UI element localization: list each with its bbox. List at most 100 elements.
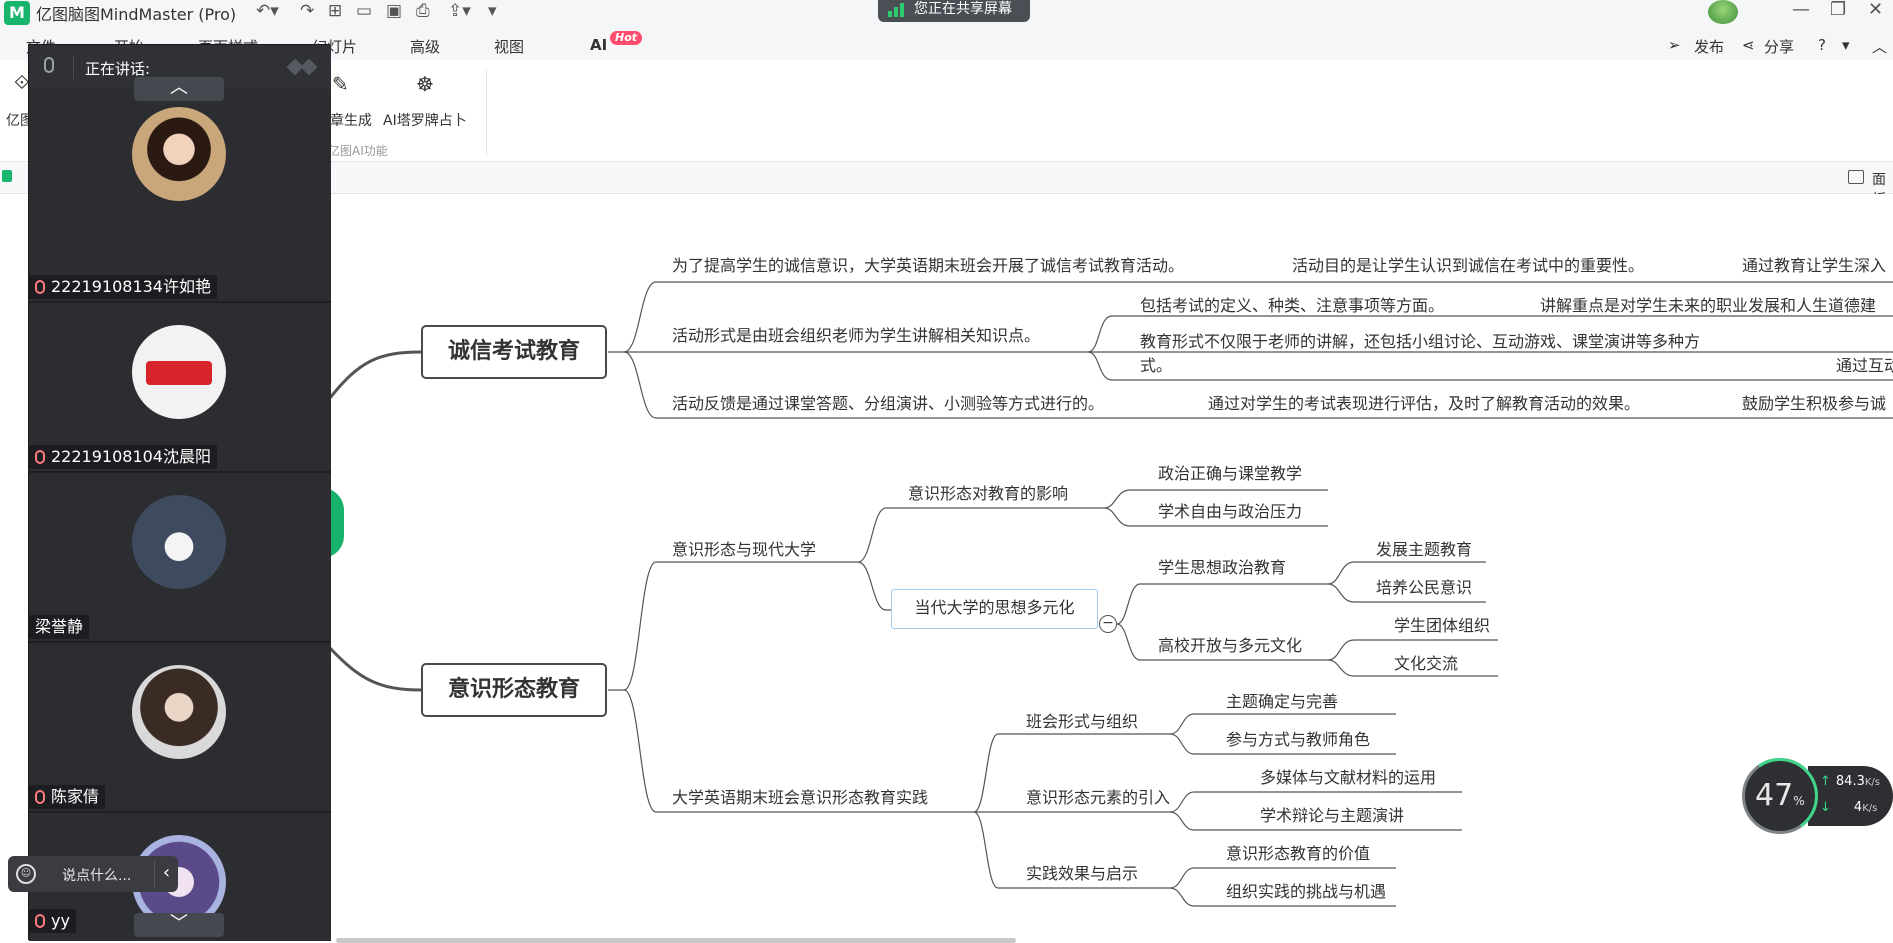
send-icon[interactable]: ➢ <box>1668 36 1681 54</box>
save-icon[interactable]: ▣ <box>386 1 403 21</box>
customize-toolbar-icon[interactable]: ▾ <box>488 1 497 21</box>
node-ideology-b1[interactable]: 意识形态与现代大学 <box>672 540 817 559</box>
node-ideology-b2-c2[interactable]: 意识形态元素的引入 <box>1026 788 1171 807</box>
participant-name-tag: 陈家倩 <box>29 785 106 809</box>
close-icon[interactable]: ✕ <box>1868 0 1884 20</box>
ribbon-partial-label[interactable]: 亿图 <box>6 113 34 129</box>
node-ideology-b2-c3[interactable]: 实践效果与启示 <box>1026 864 1139 883</box>
main-topic-ideology[interactable]: 意识形态教育 <box>421 663 607 717</box>
help-dropdown-icon[interactable]: ▾ <box>1842 36 1850 54</box>
node-ideology-b2-c1-c2[interactable]: 参与方式与教师角色 <box>1226 730 1371 749</box>
node-ideology-b1-c1-c2[interactable]: 学术自由与政治压力 <box>1158 502 1303 521</box>
tab-view[interactable]: 视图 <box>494 38 525 56</box>
participant-avatar <box>132 665 226 759</box>
chat-input-bar[interactable]: ☺ 说点什么... ‹ <box>8 856 178 892</box>
node-integrity-b3[interactable]: 活动反馈是通过课堂答题、分组演讲、小测验等方式进行的。 <box>672 394 1105 413</box>
share-icon[interactable]: ⋖ <box>1742 36 1755 54</box>
scroll-down-button[interactable]: ﹀ <box>134 913 224 937</box>
user-avatar[interactable] <box>1708 0 1738 24</box>
node-ideology-b2-c2-c2[interactable]: 学术辩论与主题演讲 <box>1260 806 1405 825</box>
layout-toggle-icon[interactable] <box>285 55 321 79</box>
node-integrity-b1-c2[interactable]: 通过教育让学生深入 <box>1742 256 1887 275</box>
node-integrity-b2-c2-line1[interactable]: 教育形式不仅限于老师的讲解，还包括小组讨论、互动游戏、课堂演讲等多种方 <box>1140 332 1701 351</box>
participant-tile[interactable]: 22219108104沈晨阳 <box>29 303 331 473</box>
open-folder-icon[interactable]: ▭ <box>356 1 373 21</box>
restore-icon[interactable]: ❐ <box>1830 0 1847 20</box>
doc-tab-icon[interactable] <box>2 170 12 182</box>
participant-name: 梁誉静 <box>35 617 84 636</box>
mic-muted-icon <box>35 790 45 804</box>
chat-placeholder[interactable]: 说点什么... <box>62 868 132 884</box>
participant-name-tag: 22219108134许如艳 <box>29 275 217 299</box>
ribbon-separator <box>486 70 487 156</box>
participant-name-tag: 22219108104沈晨阳 <box>29 445 217 469</box>
node-ideology-b1-c1[interactable]: 意识形态对教育的影响 <box>908 484 1069 503</box>
participant-tile[interactable]: 陈家倩 <box>29 643 331 813</box>
node-ideology-b1-c2-c1-c1[interactable]: 发展主题教育 <box>1376 540 1473 559</box>
horizontal-scrollbar[interactable] <box>336 938 1016 943</box>
participant-name: 22219108104沈晨阳 <box>51 447 211 466</box>
print-icon[interactable]: ⎙ <box>416 1 430 21</box>
help-button[interactable]: ? <box>1818 36 1826 54</box>
minimize-icon[interactable]: — <box>1792 0 1810 20</box>
collapse-node-button[interactable]: − <box>1099 615 1117 633</box>
node-ideology-b2-c3-c1[interactable]: 意识形态教育的价值 <box>1226 844 1371 863</box>
participant-avatar <box>132 107 226 201</box>
node-ideology-b1-c2-c2-c2[interactable]: 文化交流 <box>1394 654 1459 673</box>
participant-tile[interactable]: 22219108134许如艳 <box>29 89 331 303</box>
ribbon-group-label: 亿图AI功能 <box>328 144 388 158</box>
scroll-up-button[interactable]: ︿ <box>134 77 224 101</box>
participant-name: 22219108134许如艳 <box>51 277 211 296</box>
node-integrity-b2-c1-c1[interactable]: 讲解重点是对学生未来的职业发展和人生道德建 <box>1540 296 1877 315</box>
node-ideology-b2-c2-c1[interactable]: 多媒体与文献材料的运用 <box>1260 768 1437 787</box>
node-ideology-b1-c2-c1[interactable]: 学生思想政治教育 <box>1158 558 1287 577</box>
upload-speed: ↑84.3K/s <box>1820 774 1880 789</box>
node-ideology-b2-c1[interactable]: 班会形式与组织 <box>1026 712 1139 731</box>
tarot-button[interactable]: AI塔罗牌占卜 <box>383 113 467 129</box>
export-icon[interactable]: ⇪▾ <box>448 1 471 21</box>
microphone-icon[interactable] <box>44 57 54 73</box>
participant-avatar <box>132 495 226 589</box>
node-integrity-b2-c2-line2[interactable]: 式。 <box>1140 356 1173 375</box>
screen-share-indicator[interactable]: 您正在共享屏幕 <box>878 0 1030 22</box>
node-integrity-b2-c1[interactable]: 包括考试的定义、种类、注意事项等方面。 <box>1140 296 1445 315</box>
tarot-icon[interactable]: ☸ <box>416 72 434 96</box>
network-speed-widget[interactable]: ↑84.3K/s ↓4K/s 47% <box>1735 751 1893 841</box>
node-ideology-b1-c2-selected[interactable]: 当代大学的思想多元化 <box>891 589 1098 629</box>
speaking-label: 正在讲话: <box>85 60 151 78</box>
new-icon[interactable]: ⊞ <box>328 1 343 21</box>
node-ideology-b2-c1-c1[interactable]: 主题确定与完善 <box>1226 692 1339 711</box>
article-gen-button[interactable]: 章生成 <box>330 113 372 129</box>
chevron-left-icon[interactable]: ‹ <box>154 861 178 887</box>
main-topic-integrity[interactable]: 诚信考试教育 <box>421 325 607 379</box>
ai-tool-icon[interactable]: ⟐ <box>14 70 30 94</box>
gauge-percent: 47% <box>1755 778 1805 813</box>
tab-advanced[interactable]: 高级 <box>410 38 441 56</box>
node-integrity-b3-c1[interactable]: 通过对学生的考试表现进行评估，及时了解教育活动的效果。 <box>1208 394 1641 413</box>
node-ideology-b1-c2-c2[interactable]: 高校开放与多元文化 <box>1158 636 1303 655</box>
node-ideology-b1-c2-c2-c1[interactable]: 学生团体组织 <box>1394 616 1491 635</box>
collapse-ribbon-icon[interactable]: ︿ <box>1872 38 1888 56</box>
node-ideology-b2[interactable]: 大学英语期末班会意识形态教育实践 <box>672 788 929 807</box>
node-integrity-b2-c2-c1[interactable]: 通过互动 <box>1836 356 1893 375</box>
participant-tile[interactable]: 梁誉静 <box>29 473 331 643</box>
node-integrity-b2[interactable]: 活动形式是由班会组织老师为学生讲解相关知识点。 <box>672 326 1041 345</box>
publish-button[interactable]: 发布 <box>1694 38 1725 56</box>
tab-ai[interactable]: AI <box>590 36 608 54</box>
redo-icon[interactable]: ↷ <box>300 1 315 21</box>
share-button[interactable]: 分享 <box>1764 38 1795 56</box>
article-gen-icon[interactable]: ✎ <box>332 72 349 96</box>
node-ideology-b1-c2-c1-c2[interactable]: 培养公民意识 <box>1376 578 1473 597</box>
screen-share-text: 您正在共享屏幕 <box>914 1 1012 17</box>
node-integrity-b1[interactable]: 为了提高学生的诚信意识，大学英语期末班会开展了诚信考试教育活动。 <box>672 256 1185 275</box>
node-integrity-b1-c1[interactable]: 活动目的是让学生认识到诚信在考试中的重要性。 <box>1292 256 1645 275</box>
download-arrow-icon: ↓ <box>1820 800 1831 815</box>
participant-name-tag: 梁誉静 <box>29 615 90 639</box>
undo-icon[interactable]: ↶▾ <box>256 1 279 21</box>
node-ideology-b1-c1-c1[interactable]: 政治正确与课堂教学 <box>1158 464 1303 483</box>
emoji-icon[interactable]: ☺ <box>16 864 36 884</box>
panel-icon[interactable] <box>1848 170 1864 184</box>
node-ideology-b2-c3-c2[interactable]: 组织实践的挑战与机遇 <box>1226 882 1387 901</box>
node-integrity-b3-c2[interactable]: 鼓励学生积极参与诚 <box>1742 394 1887 413</box>
